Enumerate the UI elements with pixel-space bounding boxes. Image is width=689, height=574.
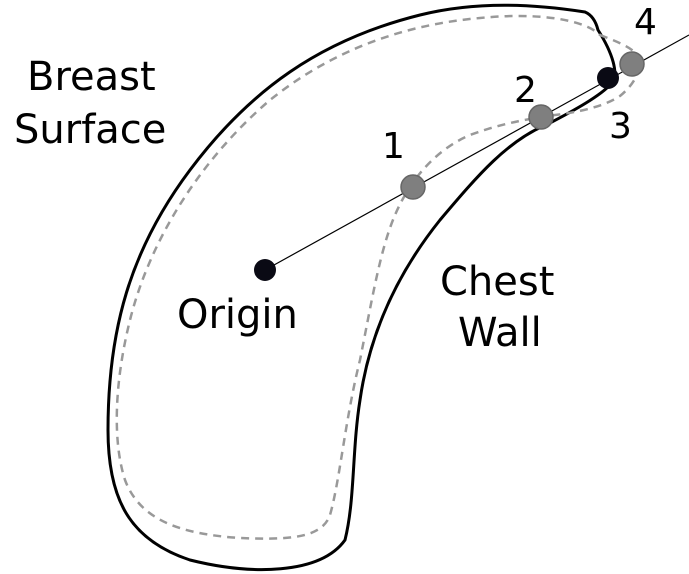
breast-contour-dashed (117, 16, 640, 539)
point-4-label: 4 (634, 2, 657, 43)
origin-label: Origin (177, 292, 298, 338)
point-2-label: 2 (514, 70, 537, 111)
origin-point (254, 259, 276, 281)
chest-wall-label-line2: Wall (458, 310, 542, 356)
breast-surface-label-line1: Breast (27, 54, 156, 100)
point-1-label: 1 (382, 126, 405, 167)
point-1-marker (401, 175, 425, 199)
chest-wall-label-line1: Chest (440, 259, 554, 305)
breast-surface-label-line2: Surface (14, 107, 166, 153)
point-3-marker (597, 67, 619, 89)
point-3-label: 3 (609, 106, 632, 147)
point-4-marker (620, 52, 644, 76)
